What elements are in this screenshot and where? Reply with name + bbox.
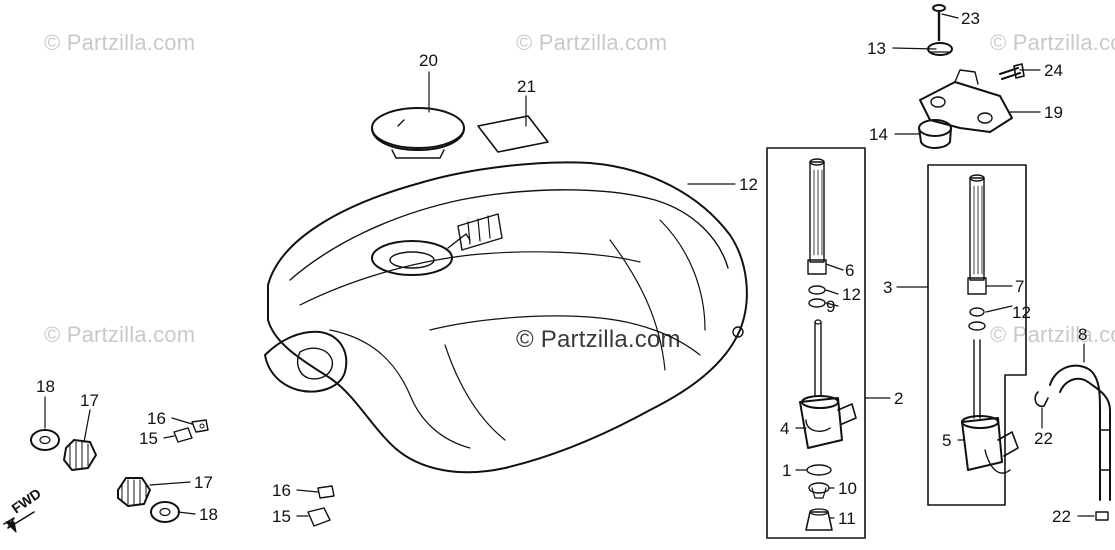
callout-5: 5 bbox=[942, 431, 951, 450]
watermark-top-center: © Partzilla.com bbox=[516, 30, 668, 55]
callout-17-upper: 17 bbox=[80, 391, 99, 410]
callout-20: 20 bbox=[419, 51, 438, 70]
leader-lines bbox=[44, 13, 1095, 519]
watermark-mid-left: © Partzilla.com bbox=[44, 322, 196, 347]
tube-clip-22a bbox=[1034, 391, 1049, 408]
clip-16a bbox=[191, 419, 209, 433]
fuel-valve-assembly-3 bbox=[927, 164, 1027, 506]
callout-10: 10 bbox=[838, 479, 857, 498]
grommet-17a bbox=[63, 439, 97, 471]
callout-15-upper: 15 bbox=[139, 429, 158, 448]
callout-14: 14 bbox=[869, 125, 888, 144]
callout-8: 8 bbox=[1078, 325, 1087, 344]
caution-label bbox=[477, 115, 549, 153]
fuel-tank bbox=[264, 161, 748, 474]
washer-18b bbox=[150, 501, 180, 523]
callout-21: 21 bbox=[517, 77, 536, 96]
fuel-tube bbox=[1049, 364, 1111, 501]
callout-4: 4 bbox=[780, 419, 789, 438]
callout-7: 7 bbox=[1015, 277, 1024, 296]
callout-11: 11 bbox=[838, 509, 856, 528]
callout-6: 6 bbox=[845, 261, 854, 280]
clip-16b bbox=[317, 485, 335, 499]
tube-clip-22b bbox=[1095, 511, 1109, 521]
watermark-top-left: © Partzilla.com bbox=[44, 30, 196, 55]
tank-mount-bracket bbox=[919, 69, 1013, 133]
callout-9: 9 bbox=[826, 297, 835, 316]
callout-18-upper: 18 bbox=[36, 377, 55, 396]
callout-13: 13 bbox=[867, 39, 886, 58]
watermark-center: © Partzilla.com bbox=[516, 326, 681, 353]
callout-16-upper: 16 bbox=[147, 409, 166, 428]
callout-12-valve2: 12 bbox=[842, 285, 861, 304]
callout-12-tank: 12 bbox=[739, 175, 758, 194]
cushion-15b bbox=[307, 507, 331, 527]
cushion-15a bbox=[173, 427, 193, 443]
callout-1: 1 bbox=[782, 461, 791, 480]
callout-12-valve3: 12 bbox=[1012, 303, 1031, 322]
fwd-label: FWD bbox=[9, 485, 44, 516]
callout-15-lower: 15 bbox=[272, 507, 291, 526]
bolt-23 bbox=[932, 4, 946, 42]
fuel-cap bbox=[371, 107, 465, 159]
callout-24: 24 bbox=[1044, 61, 1063, 80]
watermark-top-right: © Partzilla.com bbox=[990, 30, 1115, 55]
callout-16-lower: 16 bbox=[272, 481, 291, 500]
forward-arrow bbox=[3, 511, 35, 533]
callout-22-lower: 22 bbox=[1052, 507, 1071, 526]
washer-18a bbox=[30, 429, 60, 451]
callout-3: 3 bbox=[883, 278, 892, 297]
bolt-24 bbox=[999, 63, 1025, 80]
watermark-mid-right: © Partzilla.com bbox=[990, 322, 1115, 347]
callout-23: 23 bbox=[961, 9, 980, 28]
callout-17-lower: 17 bbox=[194, 473, 213, 492]
callout-22-upper: 22 bbox=[1034, 429, 1053, 448]
fuel-valve-assembly-2 bbox=[766, 147, 866, 539]
mount-rubber-14 bbox=[918, 119, 952, 149]
callout-19: 19 bbox=[1044, 103, 1063, 122]
callout-2: 2 bbox=[894, 389, 903, 408]
callout-18-lower: 18 bbox=[199, 505, 218, 524]
grommet-17b bbox=[117, 477, 151, 507]
